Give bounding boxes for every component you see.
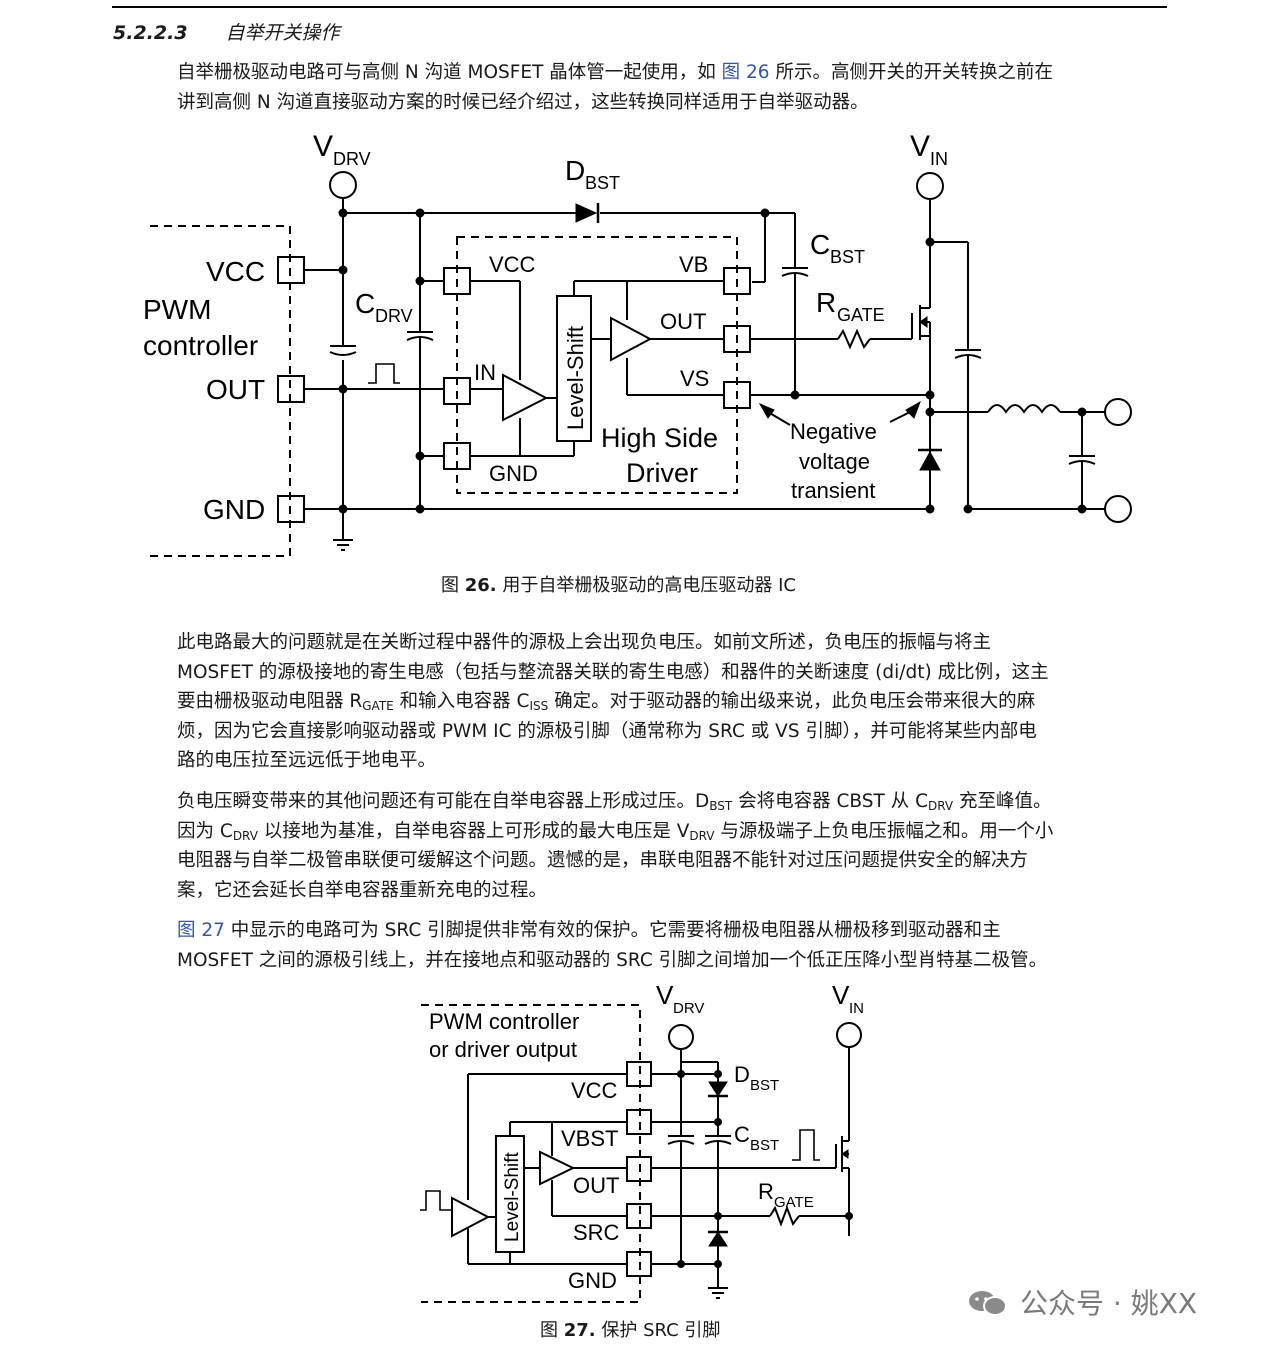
text-run: 以接地为基准，自举电容器上可形成的最大电压是 V [257, 820, 690, 842]
paragraph-overvoltage: 负电压瞬变带来的其他问题还有可能在自举电容器上形成过压。DBST 会将电容器 C… [177, 787, 1053, 905]
dbst-subscript: BST [585, 173, 620, 193]
watermark-text: 公众号 · 姚XX [1020, 1287, 1198, 1320]
text-run: 案，它还会延长自举电容器重新充电的过程。 [177, 879, 548, 901]
caption-prefix: 图 [540, 1320, 564, 1341]
text-run: 此电路最大的问题就是在关断过程中器件的源极上会出现负电压。如前文所述，负电压的振… [177, 632, 992, 653]
figure-26-link[interactable]: 图 26 [721, 62, 770, 83]
voltage-label: voltage [799, 449, 870, 474]
subscript: BST [709, 799, 733, 813]
cdrv-subscript: DRV [375, 306, 413, 326]
negative-label: Negative [790, 419, 877, 444]
driver-label: Driver [626, 458, 698, 488]
high-side-label: High Side [601, 423, 718, 453]
paragraph-src-protection: 图 27 中显示的电路可为 SRC 引脚提供非常有效的保护。它需要将栅极电阻器从… [177, 916, 1047, 975]
pwm-label: PWM [143, 294, 211, 325]
text-run: 因为 C [177, 820, 233, 842]
text-run: 与源极端子上负电压振幅之和。用一个小 [714, 820, 1054, 842]
text-run: 和输入电容器 C [393, 691, 530, 712]
text-run: 负电压瞬变带来的其他问题还有可能在自举电容器上形成过压。D [177, 791, 710, 812]
rgate-label: R [816, 287, 836, 318]
controller-label: controller [143, 330, 258, 361]
text-run: 中显示的电路可为 SRC 引脚提供非常有效的保护。它需要将栅极电阻器从栅极移到驱… [224, 920, 1001, 941]
text-run: 烦，因为它会直接影响驱动器或 PWM IC 的源极引脚（通常称为 SRC 或 V… [177, 720, 1037, 742]
driver-in-label: IN [474, 360, 496, 385]
text-run: 要由栅极驱动电阻器 R [177, 691, 363, 712]
transient-label: transient [791, 478, 875, 503]
text-run: 路的电压拉至远远低于地电平。 [177, 750, 437, 771]
section-heading: 5.2.2.3 自举开关操作 [113, 18, 340, 45]
cbst-subscript: BST [830, 247, 865, 267]
text-run: 确定。对于驱动器的输出级来说，此负电压会带来很大的麻 [548, 691, 1036, 712]
header-rule [112, 6, 1167, 8]
subscript: DRV [232, 828, 258, 843]
section-number: 5.2.2.3 [113, 22, 188, 44]
caption-text: 保护 SRC 引脚 [595, 1320, 721, 1341]
out-pin-label: OUT [206, 374, 265, 405]
level-shift-label: Level-Shift [563, 326, 588, 430]
driver-vcc-label: VCC [489, 252, 536, 277]
text-run: 所示。高侧开关的开关转换之前在 [769, 62, 1053, 83]
paragraph-intro: 自举栅极驱动电路可与高侧 N 沟道 MOSFET 晶体管一起使用，如 图 26 … [177, 58, 1053, 117]
wechat-icon [969, 1291, 1007, 1316]
section-title: 自举开关操作 [225, 22, 340, 44]
cdrv-label: C [355, 288, 375, 319]
text-run: 讲到高侧 N 沟道直接驱动方案的时候已经介绍过，这些转换同样适用于自举驱动器。 [177, 91, 869, 113]
rgate-subscript: GATE [837, 305, 885, 325]
cbst-label: C [810, 229, 830, 260]
driver-vs-label: VS [680, 366, 709, 391]
dbst-label: D [565, 155, 585, 186]
text-run: 会将电容器 CBST 从 C [732, 791, 928, 812]
vdrv-label: V [313, 130, 333, 163]
caption-number: 26. [464, 575, 497, 596]
text-run: 自举栅极驱动电路可与高侧 N 沟道 MOSFET 晶体管一起使用，如 [177, 62, 722, 83]
figure-26-caption: 图 26. 用于自举栅极驱动的高电压驱动器 IC [441, 571, 796, 597]
vin-subscript: IN [930, 149, 948, 169]
driver-vb-label: VB [679, 252, 708, 277]
text-run: 充至峰值。 [953, 791, 1052, 812]
text-run: 电阻器与自举二极管串联便可缓解这个问题。遗憾的是，串联电阻器不能针对过压问题提供… [177, 850, 1029, 871]
vdrv-subscript: DRV [333, 149, 371, 169]
caption-text: 用于自举栅极驱动的高电压驱动器 IC [496, 575, 796, 596]
gnd-pin-label: GND [203, 494, 265, 525]
paragraph-negative-voltage: 此电路最大的问题就是在关断过程中器件的源极上会出现负电压。如前文所述，负电压的振… [177, 628, 1049, 776]
subscript: ISS [529, 699, 549, 713]
text-run: MOSFET 的源极接地的寄生电感（包括与整流器关联的寄生电感）和器件的关断速度… [177, 661, 1049, 683]
caption-number: 27. [563, 1320, 596, 1341]
text-run: MOSFET 之间的源极引线上，并在接地点和驱动器的 SRC 引脚之间增加一个低… [177, 949, 1048, 971]
figure-27-caption: 图 27. 保护 SRC 引脚 [540, 1316, 720, 1342]
driver-gnd-label: GND [489, 461, 538, 486]
subscript: DRV [689, 828, 715, 843]
figure-27-link[interactable]: 图 27 [177, 920, 225, 941]
subscript: DRV [928, 799, 954, 813]
vcc-pin-label: VCC [206, 256, 265, 287]
driver-out-label: OUT [660, 309, 706, 334]
subscript: GATE [362, 699, 394, 713]
vin-label: V [910, 130, 930, 163]
caption-prefix: 图 [441, 575, 465, 596]
